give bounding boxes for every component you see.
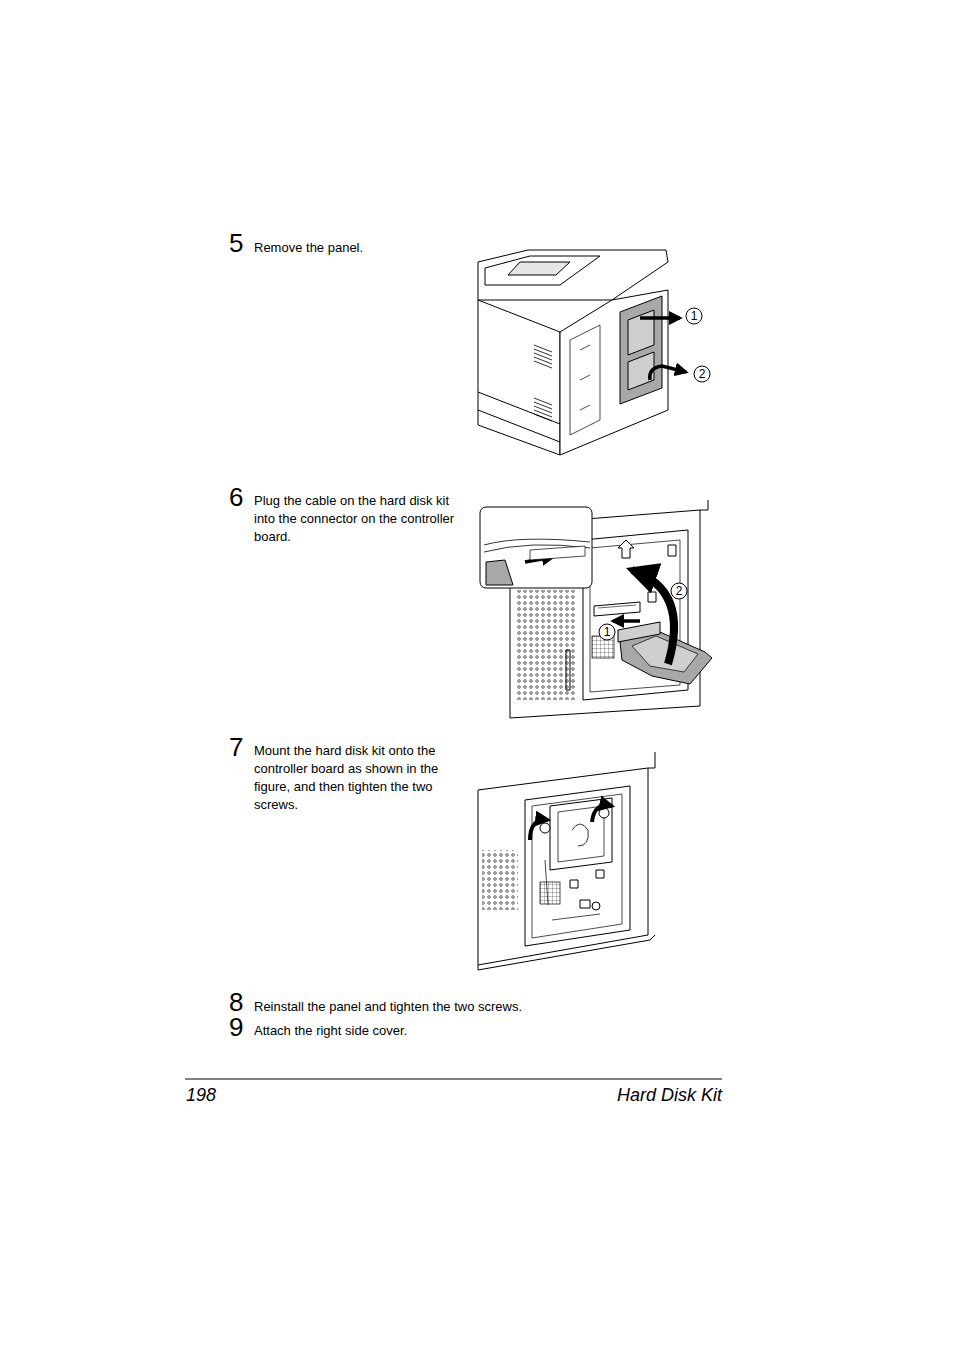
controller-board-figure (480, 500, 712, 718)
footer-rule (185, 1079, 722, 1080)
step-number: 6 (229, 483, 253, 511)
step-number: 7 (229, 733, 253, 761)
step-text: Reinstall the panel and tighten the two … (254, 998, 654, 1016)
step-number: 9 (229, 1013, 253, 1041)
step-text: Attach the right side cover. (254, 1022, 654, 1040)
footer-title: Hard Disk Kit (480, 1083, 722, 1107)
step-number: 5 (229, 229, 253, 257)
callout-number: 2 (671, 583, 687, 599)
page-number: 198 (186, 1083, 266, 1107)
callout-number: 1 (686, 308, 702, 324)
step-number: 8 (229, 988, 253, 1016)
callout-number: 2 (694, 366, 710, 382)
step-text: Remove the panel. (254, 239, 464, 257)
callout-number: 1 (599, 624, 615, 640)
mounted-disk-figure (478, 752, 655, 970)
step-text: Mount the hard disk kit onto the control… (254, 742, 466, 814)
step-text: Plug the cable on the hard disk kit into… (254, 492, 466, 546)
printer-figure (478, 250, 710, 455)
